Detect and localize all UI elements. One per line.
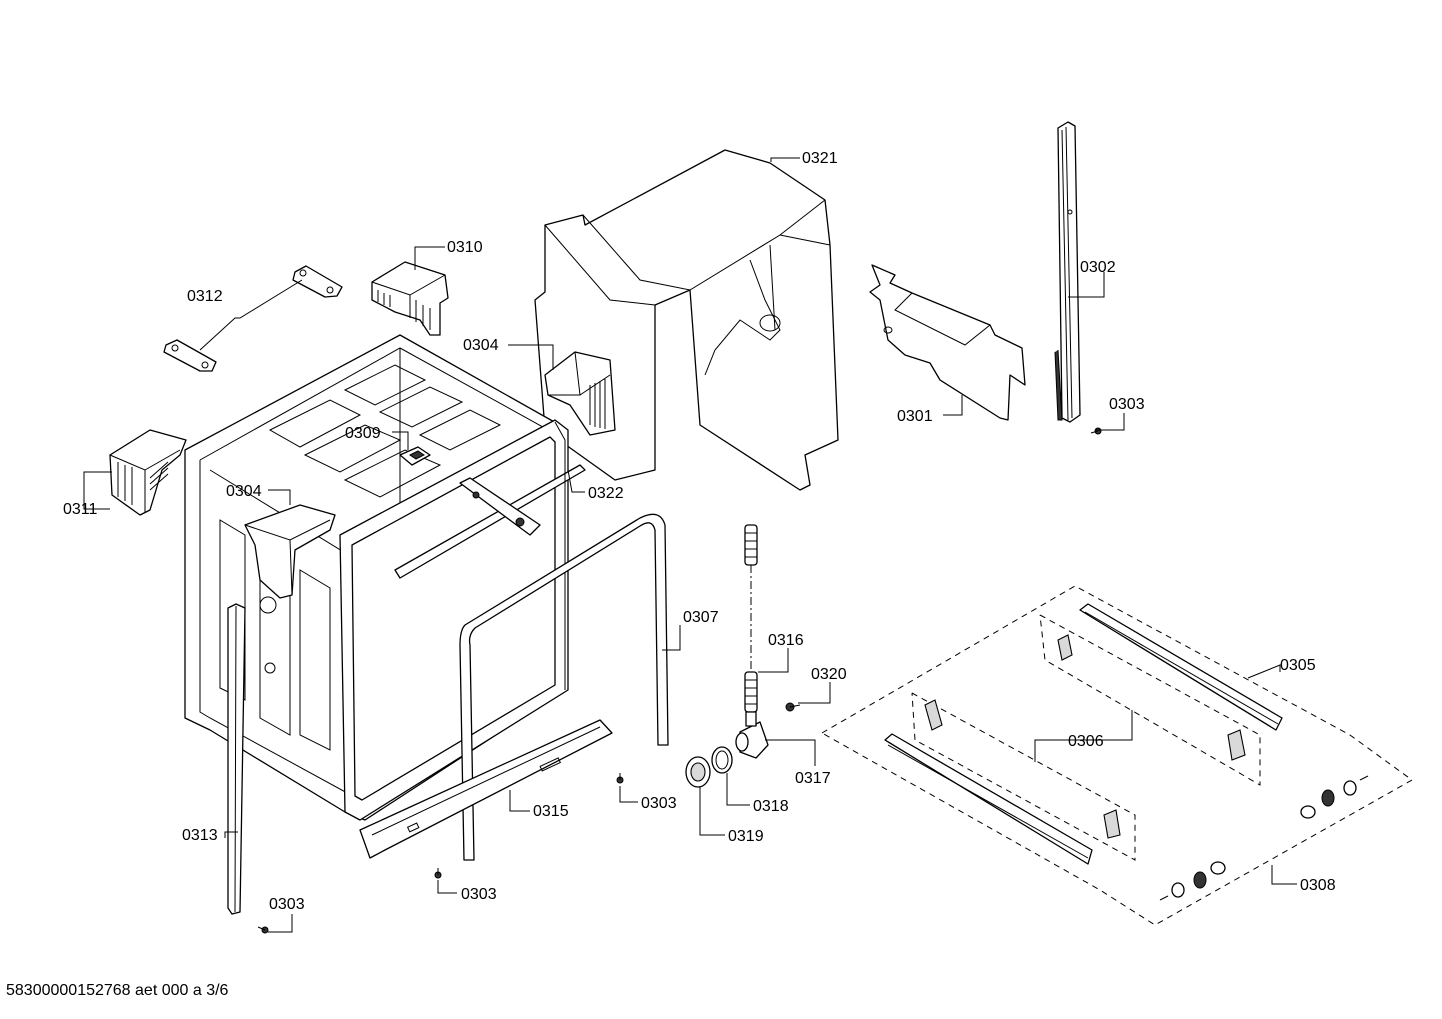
label-0307[interactable]: 0307 (683, 609, 719, 626)
part-0310-connector[interactable] (371, 261, 449, 336)
kit-dashed-boundary (821, 585, 1413, 926)
label-0313[interactable]: 0313 (182, 827, 218, 844)
part-0304-side-bracket[interactable] (244, 504, 336, 599)
part-0311-connector[interactable] (109, 429, 187, 516)
part-0315-base-plate[interactable] (359, 719, 613, 859)
label-0304-upper[interactable]: 0304 (463, 337, 499, 354)
part-0312-clips[interactable] (163, 265, 343, 372)
document-id: 58300000152768 aet 000 a 3/6 (6, 982, 229, 999)
part-0317-elbow[interactable] (735, 711, 769, 759)
label-0306[interactable]: 0306 (1068, 733, 1104, 750)
part-0319-cap[interactable] (685, 756, 711, 788)
part-0309-clip[interactable] (399, 446, 431, 466)
label-0308[interactable]: 0308 (1300, 877, 1336, 894)
label-0316[interactable]: 0316 (768, 632, 804, 649)
part-0301-insulation-sheet[interactable] (869, 264, 1026, 421)
part-0316-hose[interactable] (744, 524, 758, 713)
label-0310[interactable]: 0310 (447, 239, 483, 256)
part-0321-insulation-shroud[interactable] (534, 149, 839, 491)
label-0315[interactable]: 0315 (533, 803, 569, 820)
label-0302[interactable]: 0302 (1080, 259, 1116, 276)
part-0302-side-strip[interactable] (1054, 121, 1081, 423)
part-0320-screw[interactable] (785, 702, 801, 712)
part-0313-side-strip[interactable] (227, 603, 246, 915)
part-0306-hinge-rail[interactable] (884, 634, 1246, 865)
label-0311[interactable]: 0311 (63, 501, 98, 518)
label-0303-right[interactable]: 0303 (1109, 396, 1145, 413)
label-0322[interactable]: 0322 (588, 485, 624, 502)
part-tub[interactable] (184, 334, 586, 821)
label-0312[interactable]: 0312 (187, 288, 223, 305)
label-0304-side[interactable]: 0304 (226, 483, 262, 500)
label-0303-mid[interactable]: 0303 (641, 795, 677, 812)
label-0303-bottom[interactable]: 0303 (269, 896, 305, 913)
label-0318[interactable]: 0318 (753, 798, 789, 815)
leader-lines (83, 157, 1297, 933)
label-0303-lower[interactable]: 0303 (461, 886, 497, 903)
label-0301[interactable]: 0301 (897, 408, 933, 425)
part-0322-seal[interactable] (554, 421, 566, 690)
label-0321[interactable]: 0321 (802, 150, 838, 167)
label-0305[interactable]: 0305 (1280, 657, 1316, 674)
part-0308-fittings[interactable] (1159, 775, 1369, 901)
label-0320[interactable]: 0320 (811, 666, 847, 683)
label-0317[interactable]: 0317 (795, 770, 831, 787)
part-0318-nut[interactable] (711, 746, 733, 774)
label-0309[interactable]: 0309 (345, 425, 381, 442)
part-0305-rail[interactable] (1079, 603, 1283, 731)
part-labels: 0321 0310 0312 0302 0304 0309 0303 0301 … (63, 150, 1336, 913)
part-0304-upper-bracket[interactable] (544, 351, 616, 436)
label-0319[interactable]: 0319 (728, 828, 764, 845)
part-0307-door-seal[interactable] (459, 513, 669, 861)
